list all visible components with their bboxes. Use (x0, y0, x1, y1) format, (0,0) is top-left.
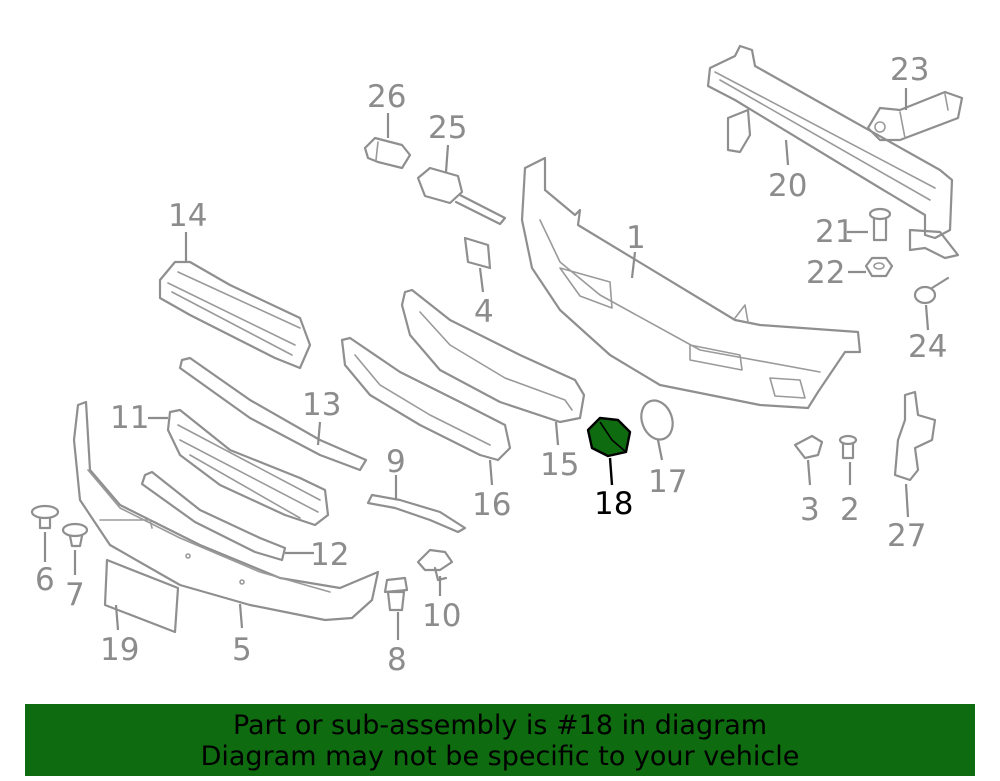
banner-line-1: Part or sub-assembly is #18 in diagram (232, 710, 768, 741)
callout-6: 6 (35, 562, 55, 598)
part-6-screw (30, 504, 60, 530)
callout-2: 2 (840, 492, 860, 528)
parts-diagram: 1 2 3 4 5 6 7 8 9 10 11 12 13 14 15 16 1… (30, 44, 964, 678)
callout-27: 27 (887, 518, 926, 554)
part-17-ring (640, 399, 674, 441)
callout-4: 4 (474, 294, 494, 330)
part-21-bolt (868, 207, 892, 242)
part-10-clip (416, 548, 454, 582)
callout-3: 3 (800, 492, 820, 528)
part-11-lower-grille-mesh (166, 408, 330, 527)
callout-1: 1 (626, 220, 646, 256)
callout-7: 7 (65, 577, 85, 613)
callout-13: 13 (302, 387, 341, 423)
part-20-reinforcement-bar (706, 44, 960, 260)
part-18-highlighted (586, 416, 632, 458)
callout-21: 21 (815, 214, 854, 250)
part-24-screw (913, 276, 950, 305)
info-banner: Part or sub-assembly is #18 in diagram D… (25, 704, 975, 776)
part-23-bracket (866, 90, 964, 142)
part-19-plate (103, 558, 180, 634)
callout-24: 24 (908, 329, 947, 365)
callout-12: 12 (310, 537, 349, 573)
part-7-clip (61, 522, 89, 548)
part-1-bumper-cover (520, 156, 862, 410)
part-12-lower-strip (140, 470, 287, 562)
callout-25: 25 (428, 110, 467, 146)
part-5-lower-valance (72, 400, 380, 622)
callout-11: 11 (110, 400, 149, 436)
callout-17: 17 (648, 464, 687, 500)
part-13-grille-strip (178, 356, 368, 472)
callout-8: 8 (387, 642, 407, 678)
callout-19: 19 (100, 632, 139, 668)
part-2-bolt (838, 434, 858, 460)
part-26-sensor (363, 136, 412, 170)
callout-15: 15 (540, 447, 579, 483)
banner-line-2: Diagram may not be specific to your vehi… (200, 741, 800, 772)
part-4-label (463, 236, 492, 270)
callout-23: 23 (890, 52, 929, 88)
callout-16: 16 (472, 487, 511, 523)
leader-lines (43, 88, 930, 640)
callout-20: 20 (768, 168, 807, 204)
part-27-bracket (893, 390, 937, 482)
part-25-sensor-rod (416, 166, 507, 226)
callout-10: 10 (422, 598, 461, 634)
callout-26: 26 (367, 79, 406, 115)
part-22-nut (864, 256, 894, 278)
part-16-grille-frame-lower (340, 336, 512, 462)
part-8-fastener (383, 576, 409, 612)
callout-9: 9 (386, 444, 406, 480)
part-9-strip (366, 493, 467, 534)
callout-18: 18 (594, 486, 633, 522)
part-14-upper-grille (158, 260, 312, 370)
part-15-grille-frame (400, 288, 586, 424)
callout-5: 5 (232, 632, 252, 668)
callout-labels: 1 2 3 4 5 6 7 8 9 10 11 12 13 14 15 16 1… (35, 52, 947, 678)
callout-22: 22 (806, 255, 845, 291)
part-3-clip (793, 434, 824, 460)
callout-14: 14 (168, 198, 207, 234)
